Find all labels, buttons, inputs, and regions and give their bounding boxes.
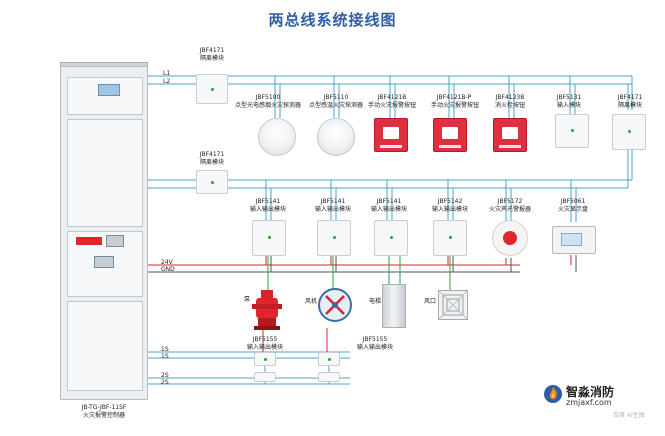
control-wires: [267, 255, 451, 292]
top-device-1-model: JBF5100: [255, 94, 281, 101]
bus-1s-label-b: 1S: [161, 353, 169, 360]
bottom-module-2-name: 输入输出模块: [356, 344, 393, 351]
mid-drops: [265, 180, 577, 222]
top-device-5-name: 消火栓按钮: [494, 102, 525, 109]
bottom-module-2-model: JBF5155: [362, 336, 388, 343]
bus-l2-label: L2: [163, 78, 171, 85]
bottom-io-module-2: [318, 352, 340, 366]
controller-lower-panel: [67, 301, 143, 391]
isolator-mid-device: [196, 170, 228, 194]
controller-display-mid: [94, 256, 114, 268]
vent-icon: [438, 290, 468, 320]
fire-display-panel: [552, 226, 596, 254]
top-device-3-name: 手动火灾报警按钮: [367, 102, 416, 109]
sound-light-alarm: [492, 220, 528, 256]
smoke-detector: [258, 118, 296, 156]
bottom-module-1-name: 输入输出模块: [246, 344, 283, 351]
manual-alarm-button: [374, 118, 408, 152]
controller-led-panel: [67, 119, 143, 227]
mid-device-2-model: JBF5141: [320, 198, 346, 205]
isolator-top-device: [196, 74, 228, 104]
diagram-title: 两总线系统接线图: [268, 11, 397, 29]
mid-device-4-name: 输入输出模块: [431, 206, 468, 213]
bottom-module-1-model: JBF5155: [252, 336, 278, 343]
heat-detector: [317, 118, 355, 156]
controller-module-panel: [67, 231, 143, 297]
top-drops: [274, 76, 576, 118]
fan-icon: [318, 288, 352, 322]
mid-device-3-name: 输入输出模块: [370, 206, 407, 213]
vent-label: 风口: [424, 298, 437, 305]
io-module-2: [317, 220, 351, 256]
mid-device-2-name: 输入输出模块: [314, 206, 351, 213]
mid-device-1-model: JBF5141: [255, 198, 281, 205]
bus-l1-label: L1: [163, 70, 171, 77]
mid-device-4-model: JBF5142: [437, 198, 463, 205]
controller-name: 火灾报警控制器: [82, 412, 125, 419]
io-module-1: [252, 220, 286, 256]
io-module-3: [374, 220, 408, 256]
brand-flame-logo: [544, 385, 562, 403]
brand-name: 智淼消防: [566, 385, 615, 399]
bottom-io-module-1b: [254, 372, 276, 382]
controller-display-small: [106, 235, 124, 247]
top-device-3-model: JBF4121B: [377, 94, 407, 101]
controller-lcd: [98, 84, 120, 96]
manual-alarm-button-p: [433, 118, 467, 152]
top-device-4-name: 手动火灾报警按钮: [430, 102, 479, 109]
isolator-right-device: [612, 114, 646, 150]
bottom-io-module-1: [254, 352, 276, 366]
bus-24v-label: 24V: [161, 259, 173, 266]
isolator-mid-model: JBF4171: [199, 151, 225, 158]
bottom-io-module-2b: [318, 372, 340, 382]
mid-device-3-model: JBF5141: [376, 198, 402, 205]
controller-red-indicator: [76, 237, 102, 245]
bus-gnd-label: GND: [161, 266, 175, 273]
top-device-6-name: 输入模块: [556, 102, 581, 109]
top-device-2-name: 点型感温火灾探测器: [308, 102, 363, 109]
bus-2s-label-a: 2S: [161, 372, 169, 379]
top-device-2-model: JBF5110: [323, 94, 349, 101]
fire-pump-icon: [252, 290, 282, 330]
faint-watermark: 百度 AI生图: [613, 412, 645, 419]
top-device-5-model: JBF4123B: [495, 94, 525, 101]
bus-1s-label-a: 1S: [161, 346, 169, 353]
top-device-4-model: JBF4121B-P: [436, 94, 472, 101]
mid-device-5-model: JBF5172: [497, 198, 523, 205]
controller-front-panel: [67, 77, 143, 115]
elevator-icon: [382, 284, 406, 328]
controller-cabinet: [60, 66, 148, 400]
top-device-6-model: JBF5131: [556, 94, 582, 101]
elevator-label: 电梯: [369, 298, 382, 305]
mid-device-5-name: 火灾声光警报器: [488, 206, 531, 213]
top-device-7-model: JBF4171: [617, 94, 643, 101]
io-module-4: [433, 220, 467, 256]
isolator-top-model: JBF4171: [199, 47, 225, 54]
top-device-1-name: 点型光电感烟火灾探测器: [234, 102, 301, 109]
input-module-device: [555, 114, 589, 148]
pump-label: 泵: [244, 296, 251, 303]
hydrant-button: [493, 118, 527, 152]
mid-device-1-name: 输入输出模块: [249, 206, 286, 213]
isolator-mid-name: 隔离模块: [199, 159, 224, 166]
mid-device-6-name: 火灾显示盘: [557, 206, 588, 213]
brand-site: zmjaxf.com: [566, 398, 612, 407]
fan-label: 风机: [305, 298, 318, 305]
mid-device-6-model: JBF5061: [560, 198, 586, 205]
bus-2s-label-b: 2S: [161, 379, 169, 386]
controller-model: JB-TG-JBF-11SF: [81, 404, 127, 411]
top-device-7-name: 隔离模块: [617, 102, 642, 109]
isolator-top-name: 隔离模块: [199, 55, 224, 62]
